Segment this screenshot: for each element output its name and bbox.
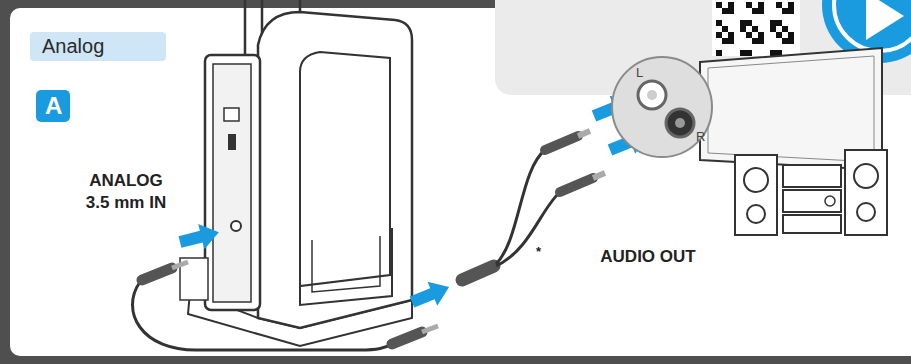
adapter-socket — [462, 266, 494, 280]
receiver — [783, 165, 841, 187]
insert-arrow — [407, 275, 454, 314]
qr-cell — [758, 38, 764, 44]
node-text: A — [45, 92, 62, 120]
qr-cell — [758, 8, 764, 14]
node-text: R — [696, 129, 705, 144]
jack-plug — [392, 332, 422, 344]
qr-cell — [722, 8, 728, 14]
qr-cell — [740, 26, 746, 32]
station-cradle-inner — [312, 236, 380, 292]
jack-plug-tip — [422, 326, 438, 332]
qr-cell — [746, 50, 752, 56]
qr-cell — [758, 32, 764, 38]
qr-cell — [776, 20, 782, 26]
station-cradle — [300, 228, 392, 305]
speaker-cone — [744, 168, 768, 192]
station-front-recess — [300, 52, 390, 286]
qr-cell — [770, 26, 776, 32]
qr-cell — [788, 32, 794, 38]
play-triangle — [866, 0, 904, 40]
speaker-cone — [747, 205, 765, 223]
jack-plug — [142, 268, 172, 280]
station-body — [258, 12, 412, 328]
qr-cell — [752, 26, 758, 32]
speaker — [845, 150, 887, 235]
speaker-cone — [857, 203, 875, 221]
qr-cell — [728, 32, 734, 38]
qr-cell — [752, 8, 758, 14]
qr-cell — [746, 32, 752, 38]
rca-jack-pin — [647, 90, 657, 100]
tv-screen-inner — [708, 56, 874, 162]
section-tab: Analog — [30, 32, 166, 61]
qr-cell — [728, 8, 734, 14]
network-port — [224, 108, 239, 121]
receiver — [783, 190, 841, 212]
qr-cell — [782, 38, 788, 44]
selector-switch — [228, 134, 236, 150]
audio-out-panel: LR — [610, 55, 714, 159]
qr-cell — [752, 38, 758, 44]
jack-plug-tip — [172, 262, 188, 268]
analog-jack — [231, 221, 241, 231]
play-button-ring — [834, 0, 911, 51]
qr-cell — [722, 26, 728, 32]
qr-cell — [776, 32, 782, 38]
qr-cell — [728, 38, 734, 44]
qr-code-frame — [712, 0, 800, 56]
speaker — [735, 155, 777, 235]
qr-cell — [740, 50, 746, 56]
qr-cell — [740, 20, 746, 26]
panel-circle — [612, 57, 712, 157]
qr-cell — [776, 2, 782, 8]
back-panel-inset — [213, 64, 251, 302]
receiver-knob — [825, 196, 835, 206]
node-text: L — [636, 65, 643, 80]
qr-cell — [788, 8, 794, 14]
qr-cell — [716, 2, 722, 8]
port-label: ANALOG 3.5 mm IN — [78, 170, 174, 214]
rca-plug-tip — [578, 131, 590, 136]
step-badge: A — [36, 90, 70, 122]
qr-cell — [788, 2, 794, 8]
qr-cell — [782, 26, 788, 32]
rca-jack-pin — [675, 118, 685, 128]
qr-cell — [716, 32, 722, 38]
speaker-cone — [854, 164, 878, 188]
node-text: Analog — [42, 35, 104, 58]
qr-cell — [728, 2, 734, 8]
audio-cable — [133, 282, 393, 350]
white-panel — [10, 8, 911, 356]
rca-jack-left — [638, 81, 666, 109]
rca-plug-left — [545, 136, 578, 150]
y-split-cable — [496, 150, 560, 266]
receiver — [783, 215, 841, 233]
rca-plug-tip — [593, 173, 605, 178]
footnote-mark: * — [536, 244, 550, 261]
rca-jack-right — [666, 109, 694, 137]
qr-cell — [716, 20, 722, 26]
qr-cell — [716, 50, 722, 56]
back-panel — [205, 55, 260, 310]
qr-cell — [722, 38, 728, 44]
insert-arrow — [177, 220, 222, 255]
qr-code — [716, 2, 794, 56]
rca-plug-right — [560, 178, 593, 192]
qr-cell — [746, 20, 752, 26]
qr-cell — [782, 8, 788, 14]
qr-cell — [770, 20, 776, 26]
qr-cell — [758, 2, 764, 8]
qr-cell — [746, 2, 752, 8]
qr-cell — [770, 50, 776, 56]
port-label: AUDIO OUT — [588, 246, 708, 268]
qr-cell — [788, 38, 794, 44]
